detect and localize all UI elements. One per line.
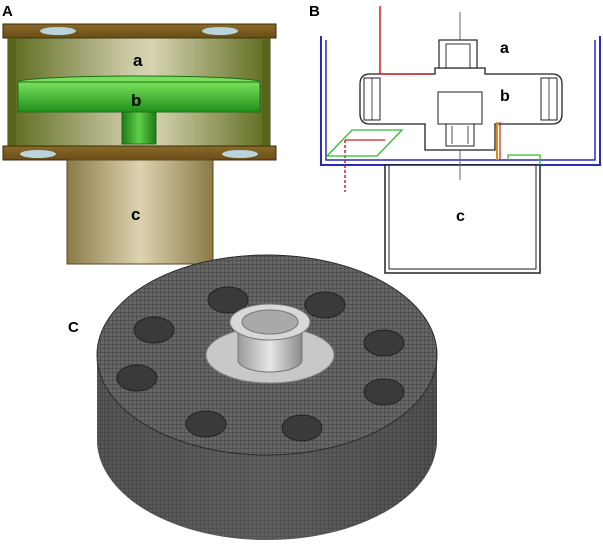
top-plate-hole-right: [202, 27, 238, 35]
panel-b: B a b c: [309, 3, 601, 274]
panel-a-label-c: c: [131, 205, 140, 224]
bolt-hole: [363, 329, 405, 357]
base-box: [384, 164, 541, 274]
bottom-plate-hole-left: [20, 150, 56, 158]
panel-c: C: [68, 254, 438, 540]
top-post-inner: [445, 43, 471, 69]
bolt-hole: [185, 410, 227, 438]
base-box-inner: [388, 164, 537, 270]
bolt-hole: [133, 316, 175, 344]
panel-a: A a b c: [2, 3, 277, 265]
center-post-bore: [241, 309, 299, 335]
disk-stem: [121, 111, 157, 145]
housing-right-wall: [262, 38, 270, 146]
panel-b-title: B: [309, 3, 320, 20]
bolt-holes: [116, 286, 405, 442]
housing-left-wall: [8, 38, 16, 146]
disk-body: [17, 81, 261, 113]
base-block: [66, 159, 214, 265]
bolt-hole: [363, 378, 405, 406]
panel-c-title: C: [68, 319, 79, 336]
top-plate-hole-left: [40, 27, 76, 35]
bolt-hole: [304, 291, 346, 319]
lower-bore: [445, 123, 475, 147]
bottom-plate-hole-right: [222, 150, 258, 158]
panel-a-label-a: a: [133, 51, 143, 70]
panel-a-title: A: [2, 3, 13, 20]
bolt-hole: [207, 286, 249, 314]
panel-b-label-a: a: [500, 40, 509, 57]
flange-outline: [359, 67, 563, 151]
bolt-hole: [116, 364, 158, 392]
panel-b-label-b: b: [500, 88, 510, 105]
panel-a-label-b: b: [131, 91, 141, 110]
green-plane: [325, 129, 404, 157]
panel-b-label-c: c: [456, 208, 465, 225]
bolt-hole: [281, 414, 323, 442]
red-wire: [379, 6, 430, 75]
top-post: [438, 39, 478, 69]
green-wire-right: [507, 154, 541, 165]
